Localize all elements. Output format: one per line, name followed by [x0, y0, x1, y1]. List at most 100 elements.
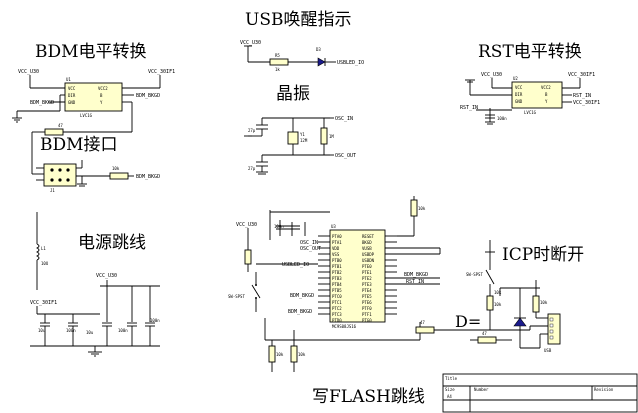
mcu-pin-left-2: VDD: [332, 246, 340, 251]
bdm-port-ref: J1: [50, 188, 55, 193]
flash-series-r: [415, 326, 435, 334]
mcu-pin-right-13: PTF1: [362, 312, 372, 317]
bdm-series-resistor: [44, 128, 64, 136]
d-label: D=: [455, 312, 481, 331]
crystal-in-net: OSC_IN: [335, 116, 353, 122]
title-usb-wake: USB唤醒指示: [245, 10, 351, 30]
u2-pin-y: Y: [545, 99, 548, 104]
u2-ref: U2: [513, 76, 518, 81]
crystal-c1: 27p: [248, 128, 256, 133]
inductor-val: 10U: [41, 261, 49, 266]
mcu-pin-left-6: PTB2: [332, 270, 342, 275]
mcu-left-pin-labels: PTA0PTA1VDDVSSPTB0PTB1PTB2PTB3PTB4PTB5PT…: [332, 234, 342, 323]
mcu-net-rst: RST_IN: [406, 279, 424, 285]
bdm-port-resistor: [109, 172, 129, 180]
mcu-pullup: [410, 199, 418, 217]
power-cap5: 100n: [150, 318, 160, 323]
title-crystal: 晶振: [276, 84, 310, 104]
mcu-pin-right-9: PTE4: [362, 288, 372, 293]
crystal-r1m-val: 1M: [329, 134, 334, 139]
mcu-pin-left-1: PTA1: [332, 240, 342, 245]
mcu-pin-left-4: PTB0: [332, 258, 342, 263]
bdm-port-connector: [43, 163, 77, 187]
icp-series-r: [477, 336, 497, 344]
power-vcc2-net: VCC_30IF1: [30, 300, 57, 306]
led-resistor-value: 1k: [275, 67, 280, 72]
mcu-pin-left-5: PTB1: [332, 264, 342, 269]
icp-diode: [513, 317, 527, 327]
mcu-pin-right-14: PTG0: [362, 318, 372, 323]
mcu-pin-left-3: VSS: [332, 252, 340, 257]
bdm-port-resistor-val: 10k: [112, 166, 120, 171]
mcu-pullup-val: 10k: [418, 206, 426, 211]
led-resistor-ref: R5: [275, 53, 280, 58]
u2-cap: 100n: [497, 116, 507, 121]
icp-res3: [532, 295, 540, 313]
mcu-pin-right-7: PTE2: [362, 276, 372, 281]
crystal-out-net: OSC_OUT: [335, 153, 356, 159]
mcu-led-net: USBLED_IO: [282, 262, 309, 268]
u2-pin-vcc2: VCC2: [541, 85, 551, 90]
icp-res1: [486, 295, 494, 311]
bdm-level-converter: VCC_U30 VCC_30IF1 U1 VCC DIR GND VCC2 B …: [12, 69, 175, 158]
icp-switch-label: SW-SPST: [466, 272, 483, 277]
icp-res1-val: 10k: [494, 302, 502, 307]
mcu-pin-right-0: RESET: [362, 234, 375, 239]
mcu-pin-left-0: PTA0: [332, 234, 342, 239]
led-diode-ref: D3: [316, 47, 321, 52]
u2-vcc-net: VCC_U30: [481, 72, 502, 78]
icp-res2: 10k: [494, 290, 502, 295]
inductor-l1: [35, 243, 40, 261]
u1-chip: [64, 82, 123, 112]
u2-pin-vcc: VCC: [515, 85, 523, 90]
net-label-usbled: USBLED_IO: [337, 60, 364, 66]
tb-title-label: Title: [445, 376, 458, 381]
title-bdm-port: BDM接口: [40, 135, 118, 155]
net-label-vcc-u30: VCC_U30: [240, 40, 261, 46]
mcu-chip: [329, 229, 386, 323]
crystal-y1: [287, 131, 299, 145]
mcu-ref: U3: [331, 224, 336, 229]
power-cap3: 10u: [86, 330, 94, 335]
bdm-port: J1 10k BDM_BKGD: [31, 158, 160, 193]
led-resistor: [269, 58, 289, 66]
mcu-pin-left-8: PTB4: [332, 282, 342, 287]
mcu-net-bdm2: BDM_BKGD: [288, 309, 312, 315]
title-block: Title Size A4 Number Revision: [442, 373, 638, 413]
u1-ref: U1: [66, 77, 71, 82]
mcu-pin-right-6: PTE1: [362, 270, 372, 275]
u1-pin-dir: DIR: [68, 93, 76, 98]
u2-sub: LVC1G: [524, 110, 537, 115]
u2-out1-net: RST_IN: [573, 93, 591, 99]
mcu-pin-left-10: PTC0: [332, 294, 342, 299]
crystal-r1m: [320, 127, 328, 145]
tb-size-label: Size: [445, 387, 455, 392]
icp-res3-val: 10k: [540, 300, 548, 305]
title-power-jumper: 电源跳线: [78, 233, 146, 253]
flash-r2-val: 10k: [298, 352, 306, 357]
mcu-net-bdm: BDM_BKGD: [290, 293, 314, 299]
mcu-pin-right-10: PTE5: [362, 294, 372, 299]
rst-level-converter: VCC_U30 VCC_30IF1 U2 VCC DIR GND VCC2 B …: [460, 72, 600, 125]
bdm-port-net: BDM_BKGD: [136, 174, 160, 180]
title-bdm-level: BDM电平转换: [35, 42, 147, 62]
usb-wake-circuit: VCC_U30 R5 1k D3 USBLED_IO: [240, 40, 364, 72]
u1-sub: LVC1G: [80, 113, 93, 118]
mcu-right-pin-labels: RESETBKGDVUSBUSBDPUSBDNPTE0PTE1PTE2PTE3P…: [362, 234, 375, 323]
tb-number-label: Number: [474, 387, 489, 392]
flash-r2: [290, 345, 298, 363]
mcu-pin-right-8: PTE3: [362, 282, 372, 287]
u1-pin-vcc2: VCC2: [98, 86, 108, 91]
tb-revision-label: Revision: [594, 387, 614, 392]
title-flash-jumper: 写FLASH跳线: [312, 387, 425, 407]
mcu-pin-left-13: PTC3: [332, 312, 342, 317]
power-cap2: 100n: [66, 328, 76, 333]
mcu-pin-left-12: PTC2: [332, 306, 342, 311]
mcu-bypass-resistor: [244, 249, 252, 265]
bdm-series-resistor-val: 47: [58, 123, 63, 128]
mcu-pin-right-1: BKGD: [362, 240, 372, 245]
power-cap4: 100n: [118, 328, 128, 333]
mcu-net-bkgd: BDM_BKGD: [404, 272, 428, 278]
u2-pin-b: B: [545, 92, 548, 97]
mcu-pin-right-2: VUSB: [362, 246, 372, 251]
